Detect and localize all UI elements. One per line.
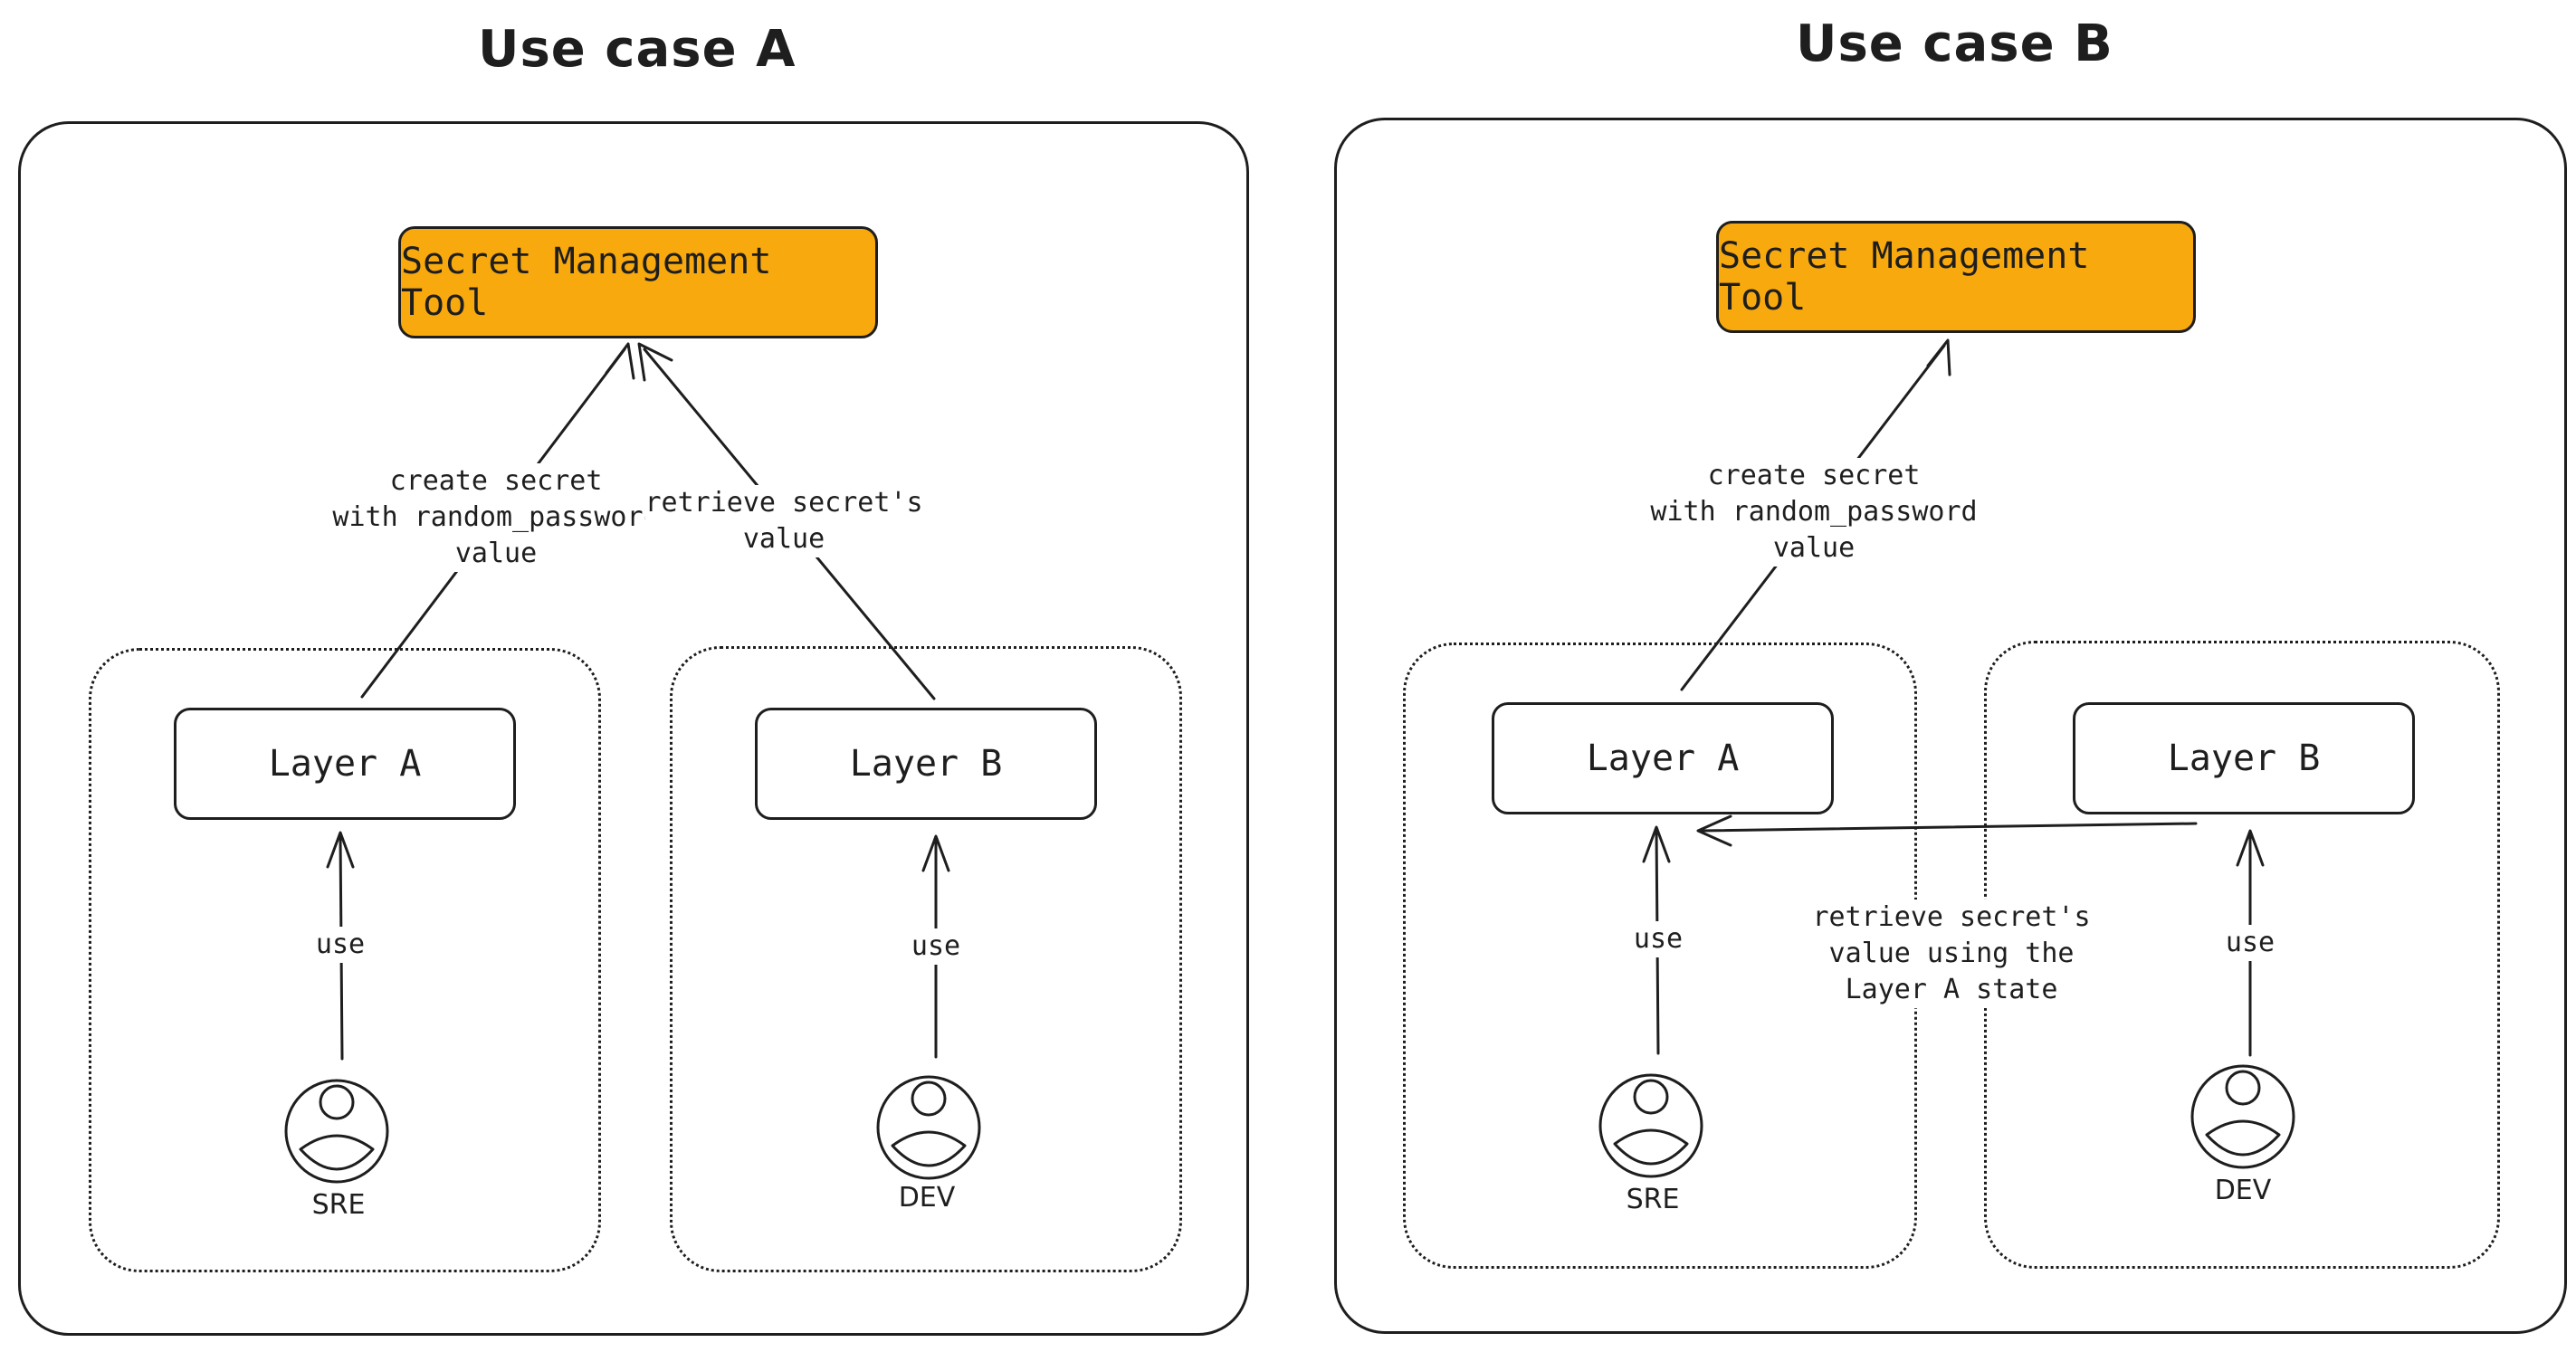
create-label-line: with random_password — [1650, 496, 1978, 528]
sre-b-user-icon — [1598, 1073, 1703, 1178]
arrow-b-retrieve — [1698, 822, 2198, 833]
use-case-a-role-sre: SRE — [311, 1189, 366, 1221]
dev-b-user-icon — [2190, 1064, 2295, 1169]
use-case-b-role-dev: DEV — [2214, 1175, 2272, 1206]
use-case-b-retrieve-label: retrieve secret's value using the Layer … — [1812, 900, 2091, 1008]
use-case-a-title: Use case A — [478, 20, 797, 79]
dev-a-user-icon — [876, 1075, 981, 1180]
use-case-b-use-right: use — [2225, 925, 2275, 961]
use-case-b-create-label: create secret with random_password value — [1650, 458, 1978, 567]
arrow-a-create-head — [605, 342, 635, 380]
use-case-b-use-left: use — [1633, 921, 1684, 957]
use-case-a-retrieve-label: retrieve secret's value — [644, 485, 923, 557]
use-case-a-use-right: use — [911, 928, 961, 965]
retrieve-label-line: Layer A state — [1845, 974, 2058, 1005]
use-case-b-layer-a: Layer A — [1492, 702, 1834, 814]
retrieve-label-line: retrieve secret's — [1812, 901, 2091, 933]
create-label-line: with random_password — [332, 501, 660, 533]
create-label-line: value — [1772, 532, 1856, 564]
create-label-line: value — [454, 538, 538, 569]
create-label-line: create secret — [389, 465, 603, 497]
use-case-a-left-zone — [89, 648, 601, 1272]
use-case-a-role-dev: DEV — [898, 1182, 956, 1214]
retrieve-label-line: value using the — [1828, 938, 2075, 969]
arrow-a-retrieve-head — [637, 342, 673, 382]
sre-a-user-icon — [284, 1079, 389, 1184]
use-case-b-secret-tool: Secret Management Tool — [1716, 221, 2196, 333]
use-case-b-layer-b: Layer B — [2073, 702, 2415, 814]
use-case-b-role-sre: SRE — [1626, 1184, 1680, 1215]
use-case-a-right-zone — [670, 646, 1182, 1272]
use-case-a-layer-a: Layer A — [174, 708, 516, 820]
use-case-a-secret-tool: Secret Management Tool — [398, 226, 878, 338]
retrieve-label-line: retrieve secret's — [644, 487, 923, 519]
create-label-line: create secret — [1707, 460, 1921, 491]
use-case-a-use-left: use — [315, 927, 366, 963]
use-case-a-create-label: create secret with random_password value — [332, 463, 660, 572]
use-case-b-panel — [1334, 118, 2567, 1334]
retrieve-label-line: value — [742, 523, 825, 555]
use-case-a-panel — [18, 121, 1249, 1336]
use-case-a-layer-b: Layer B — [755, 708, 1097, 820]
use-case-b-title: Use case B — [1796, 14, 2113, 73]
